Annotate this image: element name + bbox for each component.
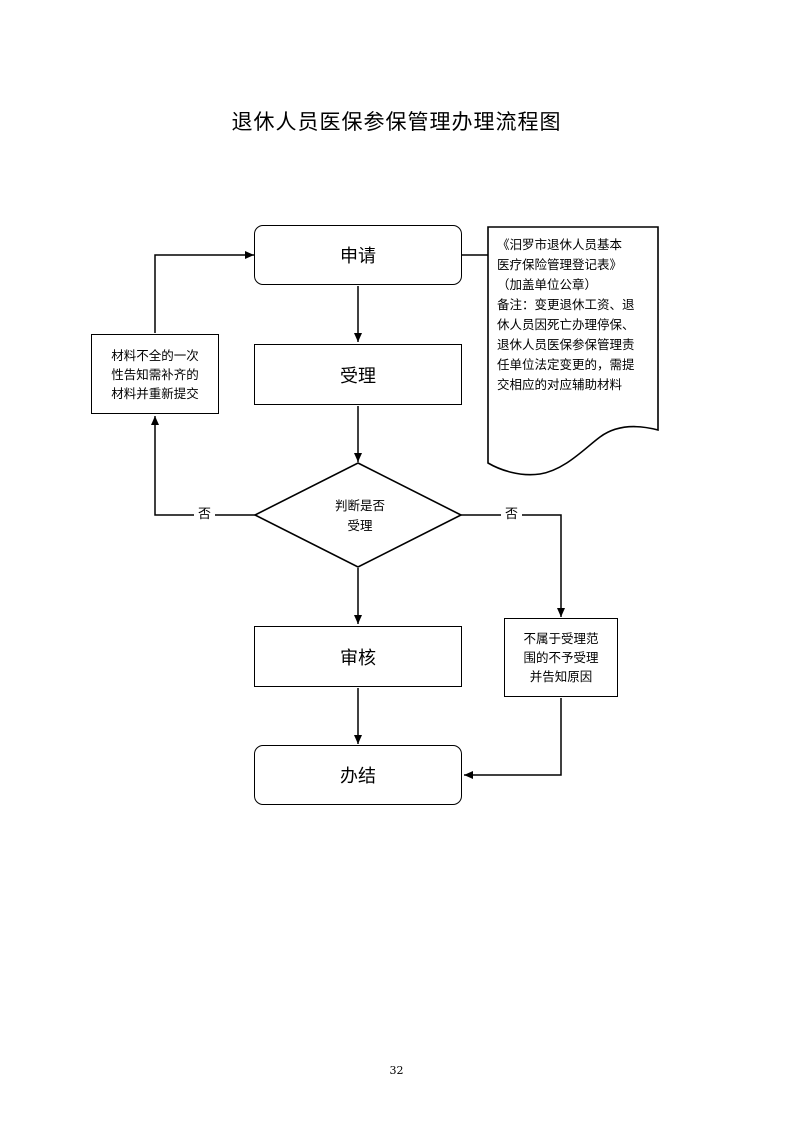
review-node: 审核 bbox=[254, 626, 462, 687]
accept-label: 受理 bbox=[340, 365, 376, 387]
edge-label-left-no: 否 bbox=[194, 507, 216, 523]
document-shape bbox=[487, 226, 659, 476]
reject-node: 不属于受理范 围的不予受理 并告知原因 bbox=[504, 618, 618, 697]
complete-node: 办结 bbox=[254, 745, 462, 805]
decision-diamond bbox=[253, 462, 463, 568]
page-title: 退休人员医保参保管理办理流程图 bbox=[231, 110, 562, 134]
page-number: 32 bbox=[389, 1064, 404, 1077]
edge-label-right-no: 否 bbox=[501, 507, 523, 523]
review-label: 审核 bbox=[340, 647, 376, 669]
arrow-decision-reject bbox=[461, 514, 565, 617]
document-text: 《汨罗市退休人员基本 医疗保险管理登记表》 （加盖单位公章） 备注：变更退休工资… bbox=[497, 237, 635, 392]
incomplete-materials-node: 材料不全的一次 性告知需补齐的 材料并重新提交 bbox=[91, 334, 219, 414]
decision-label: 判断是否 受理 bbox=[334, 498, 385, 533]
apply-label: 申请 bbox=[340, 246, 376, 267]
arrow-reject-complete bbox=[464, 698, 562, 779]
complete-label: 办结 bbox=[340, 766, 376, 787]
accept-node: 受理 bbox=[254, 344, 462, 405]
apply-node: 申请 bbox=[254, 225, 462, 285]
arrow-incomplete-apply bbox=[154, 251, 254, 333]
arrow-decision-incomplete bbox=[151, 416, 256, 516]
